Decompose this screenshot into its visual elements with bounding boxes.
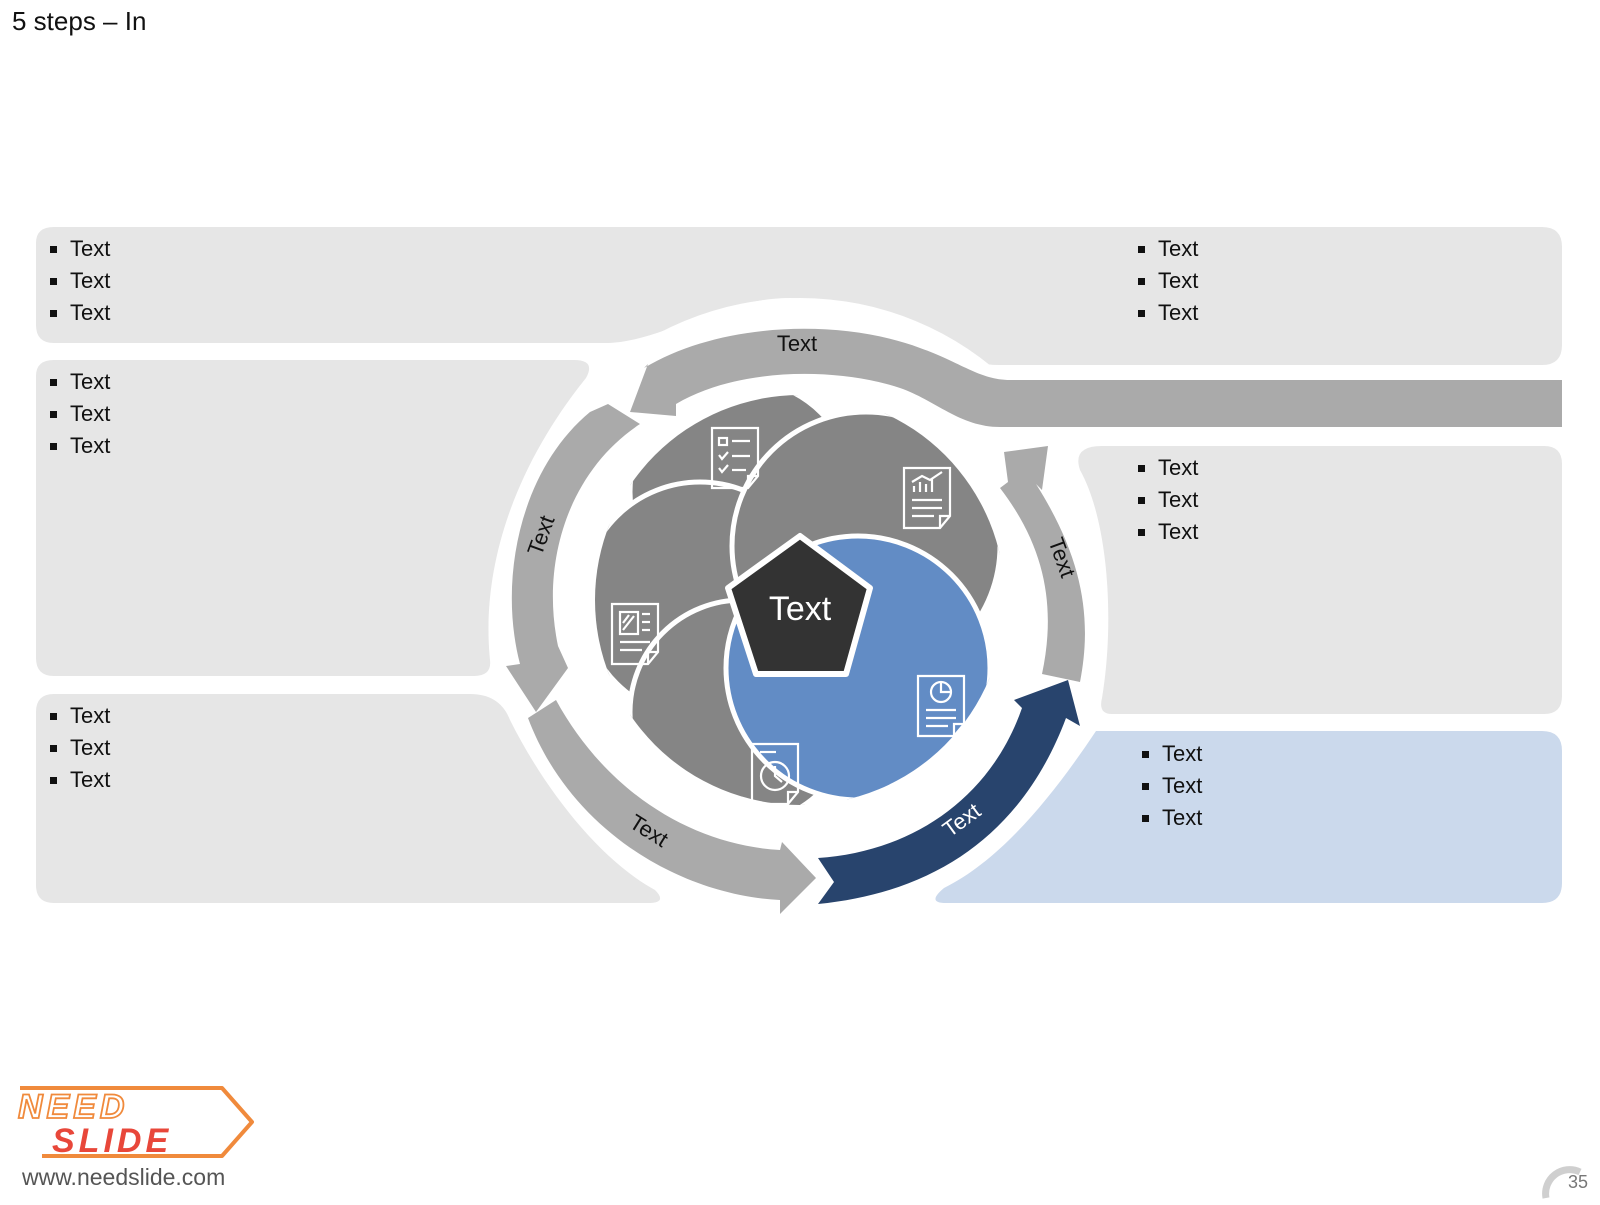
bullet-item: Text (1138, 516, 1198, 548)
panel-bottom-left (36, 694, 661, 903)
bullets-middle-left: Text Text Text (50, 366, 110, 462)
bullet-item: Text (1142, 802, 1202, 834)
bullet-item: Text (50, 764, 110, 796)
top-arrow (630, 328, 1562, 427)
bullet-item: Text (50, 233, 110, 265)
pie-chart-doc-icon (916, 674, 966, 738)
needslide-logo: NEED SLIDE (12, 1082, 258, 1165)
image-doc-icon (610, 602, 660, 666)
footer-url: www.needslide.com (22, 1164, 226, 1190)
cycle-icon (1542, 1166, 1582, 1199)
bullets-middle-right: Text Text Text (1138, 452, 1198, 548)
logo-line-2: SLIDE (52, 1122, 172, 1160)
bullet-item: Text (1138, 233, 1198, 265)
bullet-item: Text (1138, 484, 1198, 516)
slide-title: 5 steps – In (12, 6, 147, 36)
page-number: 35 (1568, 1172, 1589, 1192)
bullets-bottom-left: Text Text Text (50, 700, 110, 796)
bullet-item: Text (50, 398, 110, 430)
bullet-item: Text (50, 430, 110, 462)
bullets-top-right: Text Text Text (1138, 233, 1198, 329)
arrow-label-top: Text (777, 331, 817, 356)
bullet-item: Text (1142, 770, 1202, 802)
center-pentagon (725, 533, 873, 677)
bullet-item: Text (1142, 738, 1202, 770)
logo-line-1: NEED (18, 1088, 128, 1126)
clock-doc-icon (750, 742, 800, 806)
panel-middle-left (36, 360, 590, 676)
bullet-item: Text (1138, 265, 1198, 297)
center-label: Text (769, 590, 832, 628)
panel-middle-right (1078, 446, 1562, 714)
bullet-item: Text (50, 732, 110, 764)
chart-doc-icon (902, 466, 952, 530)
panel-top (36, 227, 1562, 365)
panel-bottom-right (935, 731, 1562, 903)
bullet-item: Text (1138, 452, 1198, 484)
bullet-item: Text (1138, 297, 1198, 329)
bullet-item: Text (50, 700, 110, 732)
page-number-badge: 35 (1540, 1166, 1592, 1199)
bullets-top-left: Text Text Text (50, 233, 110, 329)
bullet-item: Text (50, 297, 110, 329)
right-arrow (1000, 446, 1085, 682)
checklist-doc-icon (710, 426, 760, 490)
bullet-item: Text (50, 366, 110, 398)
bullets-bottom-right: Text Text Text (1142, 738, 1202, 834)
bullet-item: Text (50, 265, 110, 297)
bottom-left-arrow (528, 700, 816, 914)
left-arrow (506, 404, 640, 712)
bottom-right-arrow (818, 680, 1080, 904)
